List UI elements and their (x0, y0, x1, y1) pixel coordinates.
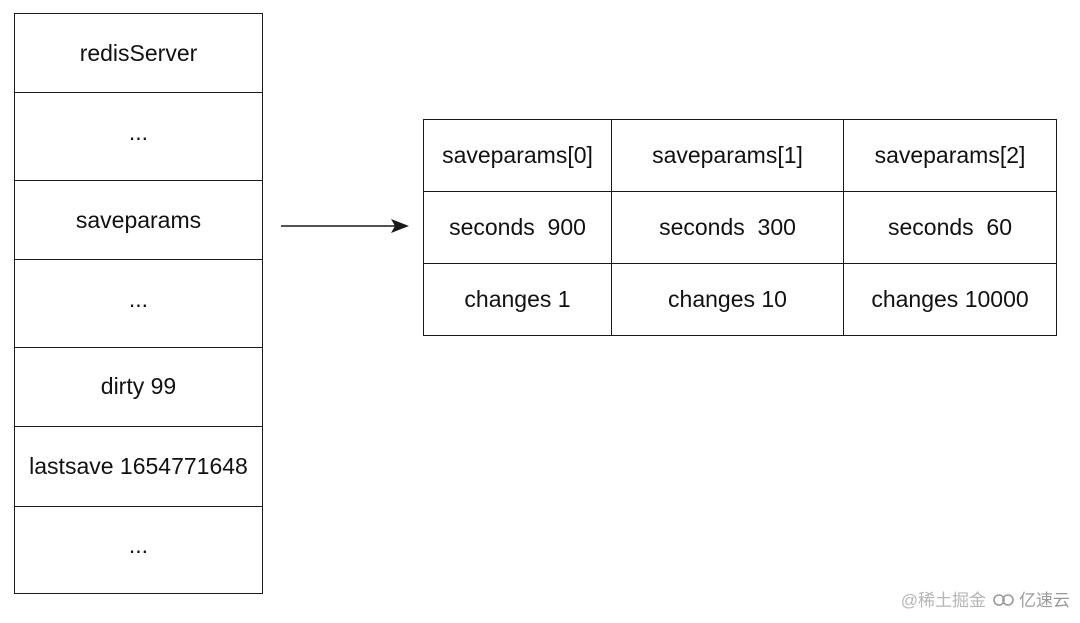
saveparams-seconds-row: seconds 900 seconds 300 seconds 60 (423, 191, 1057, 264)
yisu-cloud-logo-icon (993, 593, 1014, 606)
server-field-ellipsis-2: ... (15, 260, 262, 348)
arrow-right-icon (281, 219, 409, 233)
server-field-dirty: dirty 99 (15, 348, 262, 428)
seconds-cell-1: seconds 300 (611, 191, 844, 264)
server-field-redisserver: redisServer (15, 14, 262, 94)
server-field-lastsave: lastsave 1654771648 (15, 427, 262, 507)
saveparams-header-1: saveparams[1] (611, 119, 844, 192)
watermark-area: @稀土掘金 亿速云 (901, 586, 1070, 611)
redis-server-struct: redisServer ... saveparams ... dirty 99 … (14, 13, 263, 594)
saveparams-header-2: saveparams[2] (843, 119, 1057, 192)
changes-cell-2: changes 10000 (843, 263, 1057, 336)
saveparams-header-row: saveparams[0] saveparams[1] saveparams[2… (423, 119, 1057, 192)
changes-cell-0: changes 1 (423, 263, 612, 336)
yisu-watermark: 亿速云 (992, 586, 1070, 611)
saveparams-changes-row: changes 1 changes 10 changes 10000 (423, 263, 1057, 336)
juejin-watermark: @稀土掘金 (900, 591, 986, 610)
saveparams-header-0: saveparams[0] (423, 119, 612, 192)
server-field-ellipsis-1: ... (15, 93, 262, 181)
seconds-cell-0: seconds 900 (423, 191, 612, 264)
yisu-watermark-text: 亿速云 (1019, 591, 1070, 610)
saveparams-table: saveparams[0] saveparams[1] saveparams[2… (423, 119, 1057, 336)
changes-cell-1: changes 10 (611, 263, 844, 336)
seconds-cell-2: seconds 60 (843, 191, 1057, 264)
server-field-saveparams: saveparams (15, 181, 262, 261)
server-field-ellipsis-3: ... (128, 532, 149, 559)
